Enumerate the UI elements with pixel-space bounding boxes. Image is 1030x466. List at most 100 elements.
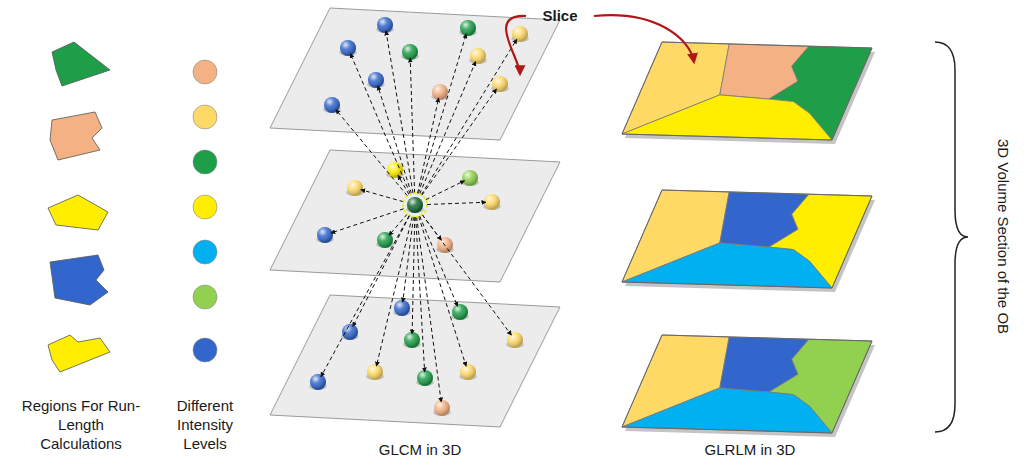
glrlm-stack: [622, 42, 875, 437]
voxel-sphere: [492, 76, 508, 92]
neighbour-arrows: [321, 31, 517, 402]
neighbour-arrow: [427, 202, 486, 204]
neighbour-arrow: [422, 215, 511, 336]
voxel-sphere: [317, 227, 333, 243]
region-shape: [48, 335, 110, 372]
run-region: [622, 243, 832, 288]
sphere-highlight: [417, 370, 433, 386]
voxel-sphere: [387, 162, 403, 178]
caption-label: GLCM in 3D: [330, 440, 510, 459]
sphere-highlight: [317, 227, 333, 243]
run-length-slice: [622, 42, 875, 144]
slice-outline: [622, 190, 872, 288]
voxel-sphere: [434, 400, 450, 416]
curly-bracket: [935, 42, 968, 432]
voxel-sphere: [377, 232, 393, 248]
voxel-sphere: [462, 170, 478, 186]
voxel-sphere: [347, 180, 363, 196]
sphere-highlight: [452, 304, 468, 320]
neighbour-arrow: [321, 216, 409, 377]
neighbour-arrow: [421, 39, 517, 195]
sphere-highlight: [492, 76, 508, 92]
sphere-highlight: [434, 400, 450, 416]
sphere-highlight: [402, 44, 418, 60]
center-voxel-ring: [403, 193, 427, 217]
neighbour-arrow: [420, 62, 476, 194]
sphere-highlight: [324, 97, 340, 113]
sphere-highlight: [470, 48, 486, 64]
neighbour-arrow: [418, 34, 466, 194]
slice-outline: [622, 42, 872, 140]
run-length-slice: [622, 335, 875, 437]
neighbour-arrow: [417, 217, 442, 402]
neighbour-arrow: [361, 190, 404, 202]
intensity-circle: [193, 195, 217, 219]
voxel-sphere: [394, 300, 410, 316]
intensity-circle: [193, 240, 217, 264]
voxel-sphere: [470, 48, 486, 64]
slice-arrow: [594, 15, 694, 62]
region-shape: [48, 195, 108, 230]
voxel-sphere: [310, 374, 326, 390]
sphere-highlight: [310, 374, 326, 390]
sphere-highlight: [432, 84, 448, 100]
voxel-sphere: [460, 364, 476, 380]
sphere-highlight: [387, 162, 403, 178]
slice-plane: [270, 295, 560, 427]
neighbour-arrow: [376, 217, 412, 366]
neighbour-arrow: [426, 181, 465, 200]
neighbour-arrow: [412, 217, 415, 334]
voxel-sphere: [452, 304, 468, 320]
sphere-highlight: [367, 364, 383, 380]
voxel-sphere: [507, 332, 523, 348]
sphere-highlight: [368, 72, 384, 88]
intensity-circle: [193, 105, 217, 129]
slice-plane: [270, 8, 560, 140]
voxel-sphere: [377, 17, 393, 33]
sphere-highlight: [394, 300, 410, 316]
sphere-highlight: [460, 20, 476, 36]
neighbour-arrow: [403, 217, 414, 302]
voxel-sphere: [512, 26, 528, 42]
neighbour-arrow: [336, 110, 408, 196]
run-region: [622, 388, 832, 433]
voxel-sphere: [368, 72, 384, 88]
side-label: 3D Volume Section of the OB: [994, 37, 1013, 437]
voxel-sphere: [342, 324, 358, 340]
neighbour-arrow: [422, 89, 497, 195]
sphere-highlight: [512, 26, 528, 42]
neighbour-arrow: [419, 216, 467, 366]
neighbour-arrow: [420, 216, 458, 306]
intensity-circle: [193, 150, 217, 174]
caption-label: GLRLM in 3D: [660, 440, 840, 459]
sphere-highlight: [404, 332, 420, 348]
neighbour-arrow: [378, 86, 412, 194]
voxel-sphere: [367, 364, 383, 380]
voxel-sphere: [407, 197, 423, 213]
region-shape: [50, 255, 108, 305]
sphere-highlight: [340, 40, 356, 56]
voxel-sphere: [324, 97, 340, 113]
intensity-circles: [193, 60, 217, 362]
intensity-circle: [193, 60, 217, 84]
region-shapes: [48, 42, 110, 372]
neighbour-arrow: [418, 98, 439, 193]
region-shape: [50, 112, 102, 160]
sphere-highlight: [377, 232, 393, 248]
caption-label: Regions For Run-Length Calculations: [20, 396, 142, 453]
sphere-highlight: [347, 180, 363, 196]
voxel-sphere: [404, 332, 420, 348]
sphere-highlight: [462, 170, 478, 186]
run-region: [622, 95, 832, 140]
voxel-sphere: [484, 194, 500, 210]
voxel-sphere: [402, 44, 418, 60]
neighbour-arrow: [398, 175, 409, 194]
voxel-sphere: [340, 40, 356, 56]
voxel-sphere: [432, 84, 448, 100]
region-shape: [52, 42, 110, 86]
voxel-sphere: [417, 370, 433, 386]
caption-label: Different Intensity Levels: [163, 396, 247, 453]
sphere-highlight: [407, 197, 423, 213]
